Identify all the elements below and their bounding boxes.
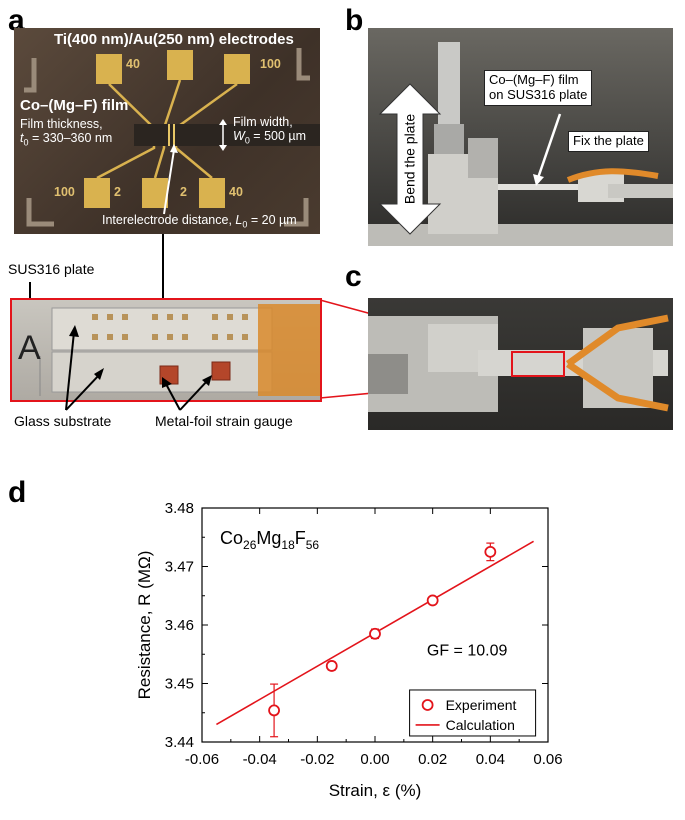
panel-c-photo (368, 298, 673, 430)
x-tick-label: -0.04 (243, 751, 277, 768)
experiment-point (426, 594, 439, 607)
bend-the-plate-label: Bend the plate (401, 113, 418, 205)
bending-setup-drawing (368, 42, 673, 246)
experiment-point (268, 704, 280, 717)
y-tick-label: 3.45 (165, 676, 194, 693)
sus316-plate-label: SUS316 plate (8, 261, 95, 277)
x-tick-label: 0.04 (476, 751, 505, 768)
pad-number: 40 (229, 185, 243, 199)
gauge-factor-annotation: GF = 10.09 (427, 642, 508, 659)
legend-calculation-label: Calculation (446, 717, 515, 733)
micrograph-drawing (24, 48, 320, 227)
pad-number: 40 (126, 57, 140, 71)
electrodes-label: Ti(400 nm)/Au(250 nm) electrodes (54, 31, 294, 48)
plate-drawing (39, 304, 320, 396)
panel-b-photo: Bend the plate (368, 28, 673, 246)
y-tick-label: 3.47 (165, 559, 194, 576)
film-width-label: Film width, (233, 115, 293, 129)
panel-label-d: d (8, 476, 27, 509)
panel-label-c: c (345, 260, 362, 293)
resistance-strain-chart: -0.06 -0.04 -0.02 0.00 0.02 0.04 0.06 3.44 3.45 3… (135, 500, 563, 800)
film-title-label: Co–(Mg–F) film (20, 97, 129, 114)
experiment-point (484, 545, 497, 558)
pad-number: 100 (260, 57, 281, 71)
x-tick-label: 0.02 (418, 751, 447, 768)
x-axis-label: Strain, ε (%) (329, 781, 422, 800)
film-on-plate-line2: on SUS316 plate (489, 86, 588, 102)
film-thickness-value: t0 = 330–360 nm (20, 131, 113, 148)
x-tick-label: 0.00 (360, 751, 389, 768)
plate-letter-a: A (18, 329, 41, 367)
strain-gauge-label: Metal-foil strain gauge (155, 413, 293, 429)
panel-a-micrograph: Ti(400 nm)/Au(250 nm) electrodes Co–(Mg–… (14, 28, 320, 234)
legend-experiment-marker (421, 699, 434, 711)
chart-title: Co26Mg18F56 (220, 528, 319, 552)
y-axis-label: Resistance, R (MΩ) (135, 551, 154, 700)
y-tick-label: 3.44 (165, 734, 194, 751)
pad-number: 2 (180, 185, 187, 199)
y-tick-label: 3.46 (165, 617, 194, 634)
x-tick-label: 0.06 (533, 751, 562, 768)
panel-label-b: b (345, 4, 364, 37)
glass-substrate-label: Glass substrate (14, 413, 112, 429)
x-tick-label: -0.02 (300, 751, 334, 768)
legend-box (409, 689, 537, 737)
film-on-plate-callout: Co–(Mg–F) film on SUS316 plate (484, 70, 593, 106)
x-tick-label: -0.06 (185, 751, 219, 768)
film-thickness-label: Film thickness, (20, 117, 103, 131)
legend-experiment-label: Experiment (446, 697, 517, 713)
top-view-drawing (368, 314, 669, 412)
pad-number: 100 (54, 185, 75, 199)
fix-the-plate-callout: Fix the plate (568, 131, 649, 152)
pad-number: 2 (114, 185, 121, 199)
film-on-plate-line1: Co–(Mg–F) film (489, 72, 579, 87)
experiment-point (325, 660, 338, 672)
experiment-point (369, 627, 381, 640)
film-width-value: W0 = 500 µm (233, 129, 307, 146)
substrate-arrows (65, 325, 212, 411)
interelectrode-distance-label: Interelectrode distance, L0 = 20 µm (102, 213, 297, 230)
y-tick-label: 3.48 (165, 500, 194, 517)
